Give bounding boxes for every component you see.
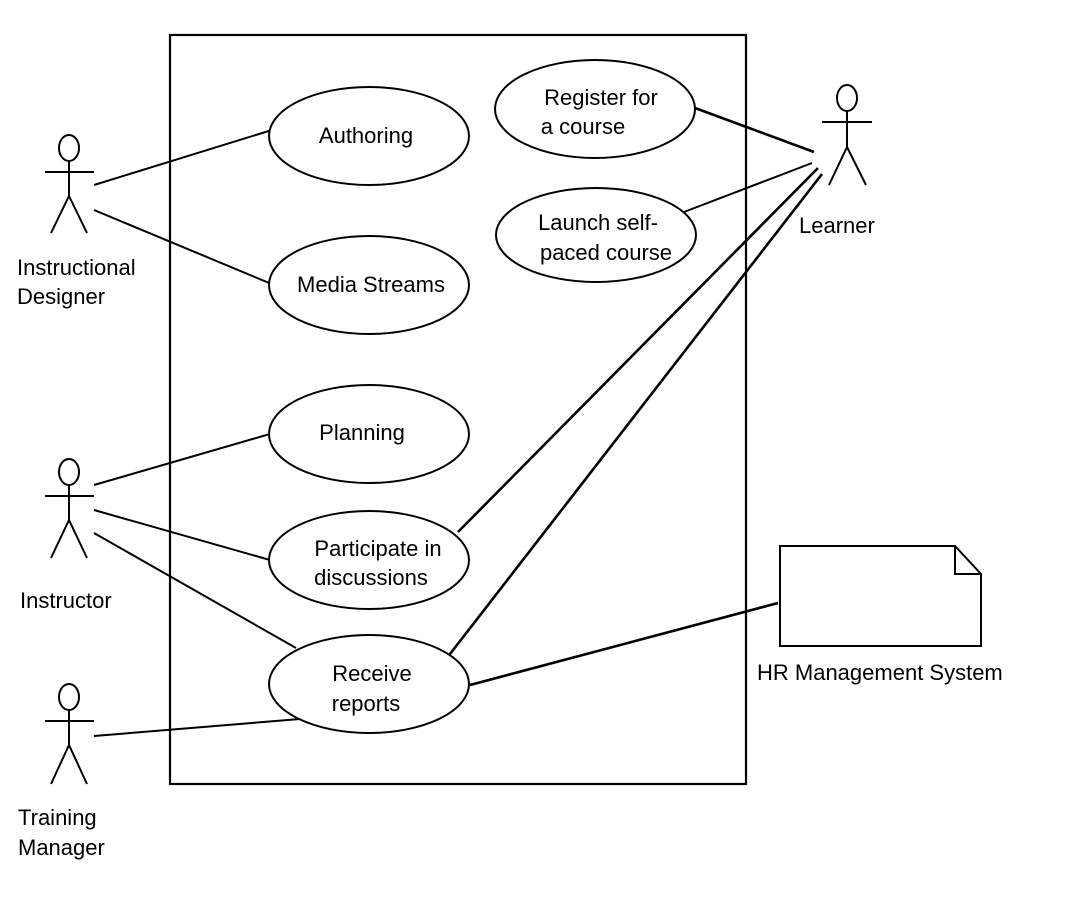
actor-label-line1: Instructional: [17, 255, 136, 280]
assoc-hr-receive-reports: [469, 601, 779, 687]
use-case-label: Authoring: [319, 123, 413, 148]
use-case-label-line2: discussions: [314, 565, 428, 590]
external-system-hr: HR Management System: [757, 545, 1003, 685]
actor-label: Instructor: [20, 588, 112, 613]
use-case-label-line1: Register for: [544, 85, 658, 110]
use-case-label: Media Streams: [297, 272, 445, 297]
assoc-manager-receive-reports: [93, 718, 301, 737]
assoc-instructor-participate: [93, 509, 271, 561]
use-case-label-line1: Receive: [332, 661, 411, 686]
actor-label-line2: Manager: [18, 835, 105, 860]
use-case-authoring: Authoring: [268, 86, 470, 186]
use-case-label-line2: a course: [541, 114, 625, 139]
use-case-launch: Launch self- paced course: [495, 187, 697, 283]
system-boundary: [168, 33, 748, 786]
external-system-label: HR Management System: [757, 660, 1003, 685]
actor-label-line2: Designer: [17, 284, 105, 309]
assoc-learner-register: [694, 106, 815, 154]
actor-label: Learner: [799, 213, 875, 238]
stick-figure-icon: [822, 84, 872, 186]
assoc-learner-participate: [457, 167, 819, 533]
use-case-label: Planning: [319, 420, 405, 445]
use-case-label-line2: reports: [332, 691, 400, 716]
use-case-participate: Participate in discussions: [268, 510, 470, 610]
use-case-planning: Planning: [268, 384, 470, 484]
actor-learner: Learner: [799, 84, 875, 238]
assoc-learner-receive-reports: [448, 173, 824, 655]
assoc-learner-launch: [683, 162, 813, 213]
use-case-label-line2: paced course: [540, 240, 672, 265]
actor-label-line1: Training: [18, 805, 97, 830]
document-fold: [954, 546, 981, 575]
assoc-instructor-receive-reports: [93, 532, 297, 649]
stick-figure-icon: [45, 683, 94, 785]
stick-figure-icon: [45, 458, 94, 559]
actor-instructor: Instructor: [20, 458, 112, 613]
associations: [93, 106, 824, 737]
use-case-receive-reports: Receive reports: [268, 634, 470, 734]
assoc-designer-authoring: [93, 129, 273, 186]
stick-figure-icon: [45, 134, 94, 234]
use-case-label-line1: Launch self-: [538, 210, 658, 235]
use-case-label-line1: Participate in: [314, 536, 441, 561]
use-case-register: Register for a course: [494, 59, 696, 159]
document-icon: [779, 545, 982, 647]
use-case-media-streams: Media Streams: [268, 235, 470, 335]
actor-training-manager: Training Manager: [18, 683, 105, 860]
actor-instructional-designer: Instructional Designer: [17, 134, 136, 309]
assoc-instructor-planning: [93, 433, 271, 486]
assoc-designer-media-streams: [93, 209, 275, 286]
